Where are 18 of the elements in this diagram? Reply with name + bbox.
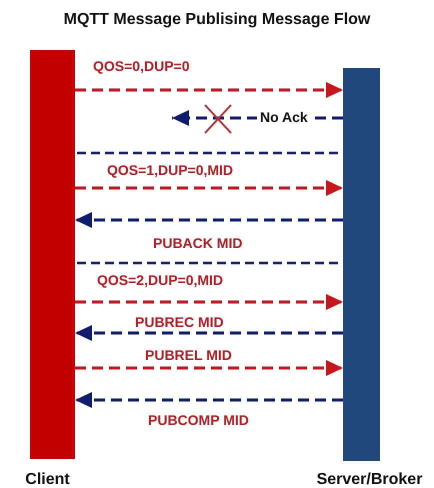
- message-arrow: [75, 325, 343, 341]
- participant-label: Client: [25, 471, 70, 488]
- message-arrow: [75, 294, 343, 310]
- message-label: PUBCOMP MID: [148, 413, 249, 428]
- diagram-title: MQTT Message Publising Message Flow: [64, 11, 370, 28]
- message-arrow: [75, 212, 343, 228]
- message-label: PUBREC MID: [135, 315, 224, 330]
- message-label: QOS=2,DUP=0,MID: [97, 273, 224, 288]
- message-label: QOS=1,DUP=0,MID: [107, 163, 234, 178]
- participant-label: Server/Broker: [316, 471, 422, 488]
- message-arrow: [75, 360, 343, 376]
- message-arrow: [75, 392, 343, 408]
- message-label: PUBREL MID: [145, 348, 232, 363]
- message-label: PUBACK MID: [153, 236, 242, 251]
- message-arrow: [75, 82, 343, 98]
- message-label: No Ack: [257, 110, 311, 125]
- message-arrow: [75, 180, 343, 196]
- message-label: QOS=0,DUP=0: [93, 59, 190, 74]
